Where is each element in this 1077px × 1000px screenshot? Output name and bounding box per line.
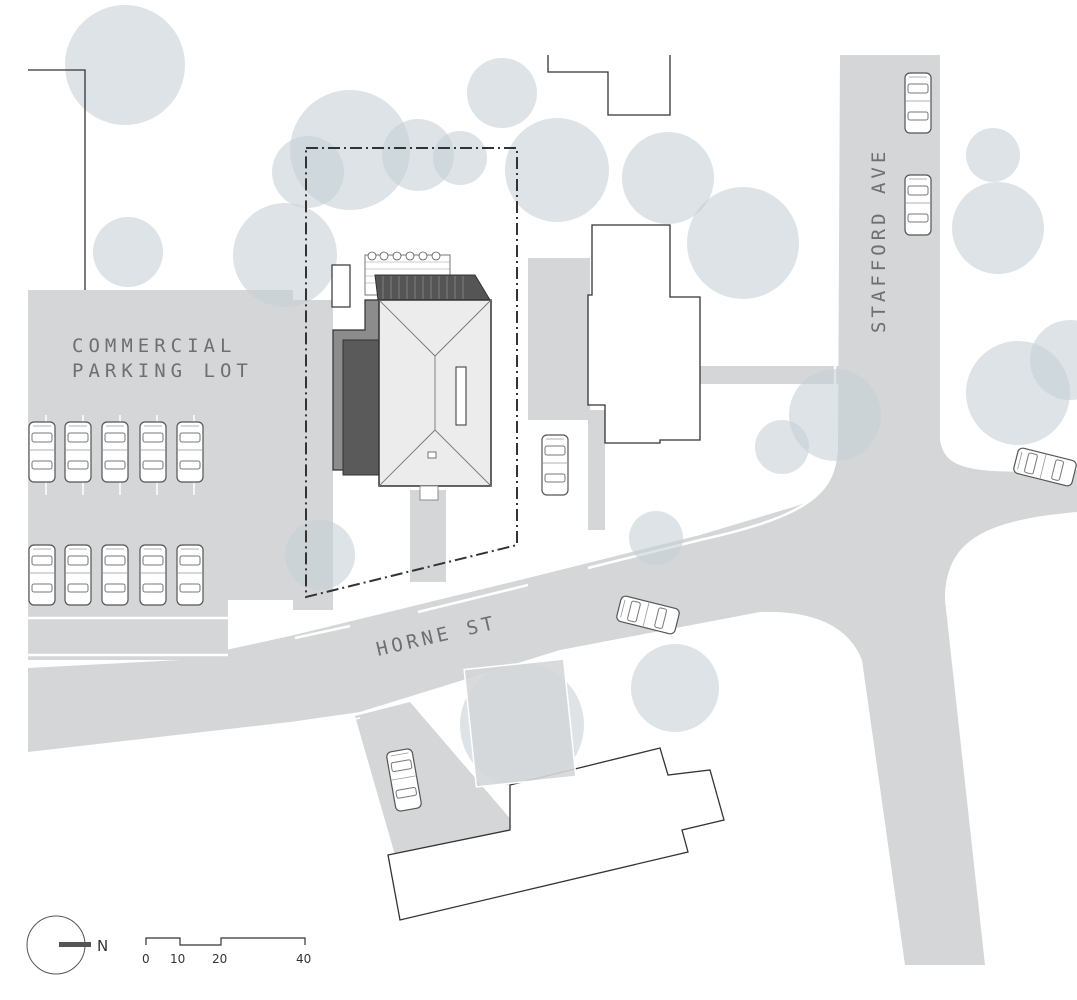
tree-canopy [65,5,185,125]
building-northwest [28,69,86,290]
parked-car [541,434,569,496]
south-garage [463,658,577,788]
roof-hip-lines [378,299,492,487]
scale-tick-label: 10 [170,952,185,966]
west-porch [342,339,382,476]
site-driveway [410,490,446,582]
roof-vent [427,451,437,459]
tree-canopy [789,369,881,461]
parking-lot-label-line2: PARKING LOT [72,360,253,382]
building-south [387,747,725,921]
horne-street [28,55,1077,965]
deck-balusters [367,251,441,261]
parked-car [28,544,56,606]
parking-lot-label-line1: COMMERCIAL [72,335,236,357]
tree-canopy [93,217,163,287]
parked-car [904,72,932,134]
north-arrow-pointer [59,942,91,947]
scale-tick-label: 40 [296,952,311,966]
tree-canopy [622,132,714,224]
tree-canopy [687,187,799,299]
parked-car [176,544,204,606]
tree-canopy [629,511,683,565]
south-driveway [355,702,520,855]
addition-ribs [382,276,464,299]
neighbour-paving [528,258,605,530]
tree-canopy [755,420,809,474]
tree-canopy [433,131,487,185]
tree-canopy [467,58,537,128]
parked-car [28,421,56,483]
site-boundary [305,147,518,599]
tree-canopy [233,203,337,307]
tree-canopies [65,5,1077,787]
tree-canopy [272,136,344,208]
ribbed-addition [374,274,491,301]
parked-car [904,174,932,236]
parked-car [101,544,129,606]
scale-bar-line [145,937,306,946]
north-arrow: N [26,915,108,975]
north-label: N [97,937,108,955]
stafford-avenue-label: STAFFORD AVE [868,148,890,333]
parked-car [139,544,167,606]
tree-canopy [952,182,1044,274]
neighbour-walk [700,366,840,384]
subject-building [331,251,492,501]
skylight [455,366,467,426]
shed [331,264,351,308]
parked-car [64,421,92,483]
parked-car [139,421,167,483]
tree-canopy [1030,320,1077,400]
tree-canopy [631,644,719,732]
tree-canopy [285,520,355,590]
road-edges [27,717,361,761]
tree-canopy [505,118,609,222]
front-step [419,485,439,501]
neighbour-buildings [28,55,725,921]
tree-canopy [382,119,454,191]
parked-car [64,544,92,606]
building-north [547,55,671,116]
building-east-neighbour [587,224,701,444]
scale-tick-label: 0 [142,952,150,966]
parked-car [101,421,129,483]
parked-car [176,421,204,483]
scale-bar: 0 10 20 40 [142,937,311,966]
scale-tick-label: 20 [212,952,227,966]
tree-canopy [966,128,1020,182]
